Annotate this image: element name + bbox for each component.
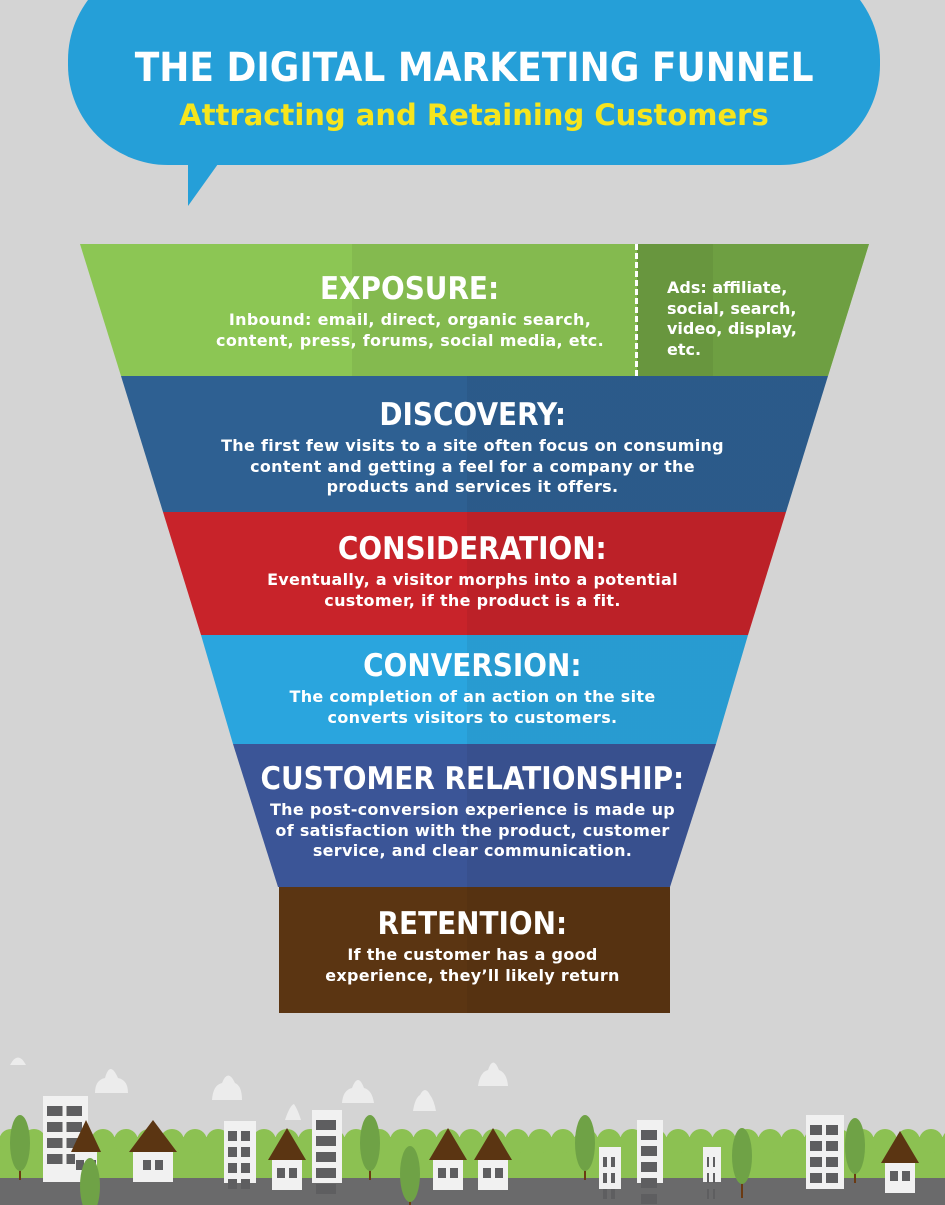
stage-title: CONSIDERATION:	[338, 531, 607, 567]
speech-bubble-tail	[188, 150, 228, 206]
dashed-divider	[635, 244, 638, 376]
funnel-stage-conversion: CONVERSION: The completion of an action …	[201, 635, 748, 744]
building	[312, 1110, 342, 1194]
cloud-icon	[212, 1075, 242, 1100]
buildings	[10, 1096, 919, 1205]
stage-title: EXPOSURE:	[320, 271, 500, 307]
tree-icon	[400, 1146, 420, 1205]
building	[637, 1120, 663, 1204]
cloud-icon	[285, 1104, 301, 1120]
header-speech-bubble	[68, 0, 880, 165]
stage-description: The post-conversion experience is made u…	[269, 800, 676, 860]
cloud-icon	[10, 1057, 26, 1065]
cloud-icon	[95, 1069, 128, 1093]
stage-description: The completion of an action on the site …	[289, 687, 656, 727]
ads-panel	[637, 244, 869, 376]
funnel-stage-retention: RETENTION: If the customer has a good ex…	[279, 887, 670, 1013]
funnel-stage-customer-relationship: CUSTOMER RELATIONSHIP: The post-conversi…	[233, 744, 716, 887]
tree-icon	[360, 1115, 380, 1180]
house	[129, 1120, 177, 1182]
city-skyline-illustration	[0, 1057, 945, 1205]
house	[474, 1128, 512, 1190]
house	[881, 1131, 919, 1193]
tree-icon	[575, 1115, 595, 1180]
house	[429, 1128, 467, 1190]
stage-description: Eventually, a visitor morphs into a pote…	[267, 570, 678, 610]
stage-description: Inbound: email, direct, organic search, …	[216, 310, 604, 350]
funnel-stage-exposure: EXPOSURE: Inbound: email, direct, organi…	[80, 244, 869, 376]
house	[268, 1128, 306, 1190]
road	[0, 1178, 945, 1205]
tree-icon	[732, 1128, 752, 1198]
stage-description: The first few visits to a site often foc…	[221, 436, 724, 496]
tall-building	[806, 1115, 844, 1189]
tree-icon	[845, 1118, 865, 1183]
stage-title: CONVERSION:	[363, 648, 582, 684]
building	[224, 1121, 256, 1189]
funnel-stage-discovery: DISCOVERY: The first few visits to a sit…	[121, 376, 828, 512]
cloud-icon	[478, 1062, 508, 1086]
stage-description: If the customer has a good experience, t…	[325, 945, 620, 985]
stage-title: CUSTOMER RELATIONSHIP:	[260, 761, 685, 797]
cloud-icon	[413, 1090, 436, 1111]
ads-description: Ads: affiliate, social, search, video, d…	[667, 278, 797, 359]
stage-title: DISCOVERY:	[379, 397, 566, 433]
cloud-icon	[342, 1080, 374, 1103]
page-title: THE DIGITAL MARKETING FUNNEL	[134, 45, 814, 91]
stage-title: RETENTION:	[377, 906, 568, 942]
page-subtitle: Attracting and Retaining Customers	[179, 98, 769, 132]
clouds	[10, 1057, 508, 1120]
building	[703, 1147, 721, 1199]
funnel-stage-consideration: CONSIDERATION: Eventually, a visitor mor…	[163, 512, 786, 635]
tree-icon	[10, 1115, 30, 1180]
tree-icon	[80, 1158, 100, 1205]
building	[599, 1147, 621, 1199]
